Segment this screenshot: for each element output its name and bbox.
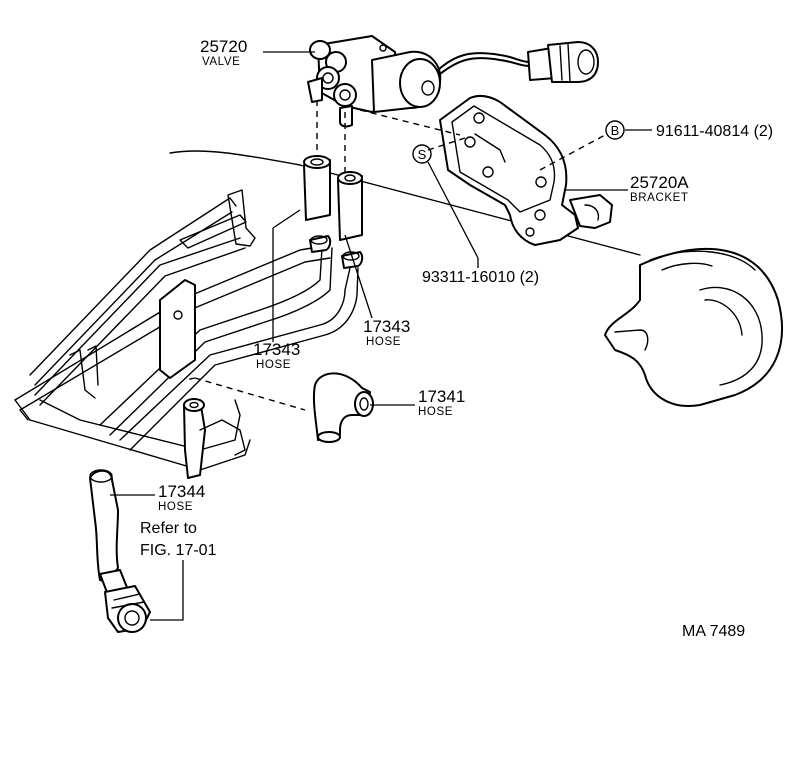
bolt-part-number: 91611-40814 (2) [656, 123, 773, 140]
hose-right-part-name: HOSE [366, 336, 401, 348]
bracket-drawing [439, 94, 613, 246]
lower-hose-part-name: HOSE [158, 501, 193, 513]
screw-part-number: 93311-16010 (2) [422, 269, 539, 286]
hose-pair-drawing [303, 155, 363, 241]
engine-housing-drawing [604, 247, 783, 407]
valve-part-number: 25720 [200, 37, 247, 56]
leader-lines [110, 51, 652, 621]
elbow-hose-part-number: 17341 [418, 387, 465, 406]
lower-hose-drawing [89, 469, 151, 633]
bracket-part-name: BRACKET [630, 192, 689, 204]
vsv-valve-drawing [307, 35, 599, 128]
screw-symbol: S [412, 144, 432, 164]
drawing-code: MA 7489 [682, 623, 745, 640]
bolt-symbol-letter: B [611, 123, 620, 138]
bolt-symbol: B [605, 120, 625, 140]
lower-hose-part-number: 17344 [158, 482, 205, 501]
valve-part-name: VALVE [202, 56, 240, 68]
hose-left-part-name: HOSE [256, 359, 291, 371]
elbow-hose-part-name: HOSE [418, 406, 453, 418]
hose-left-part-number: 17343 [253, 340, 300, 359]
reference-line-2: FIG. 17-01 [140, 542, 217, 559]
elbow-hose-drawing [312, 372, 374, 443]
reference-line-1: Refer to [140, 520, 197, 537]
pipe-assembly-drawing [14, 189, 364, 479]
alignment-dashes [184, 100, 606, 411]
bracket-part-number: 25720A [630, 173, 689, 192]
screw-symbol-letter: S [418, 147, 427, 162]
hose-right-part-number: 17343 [363, 317, 410, 336]
engine-edge-line [169, 150, 641, 256]
